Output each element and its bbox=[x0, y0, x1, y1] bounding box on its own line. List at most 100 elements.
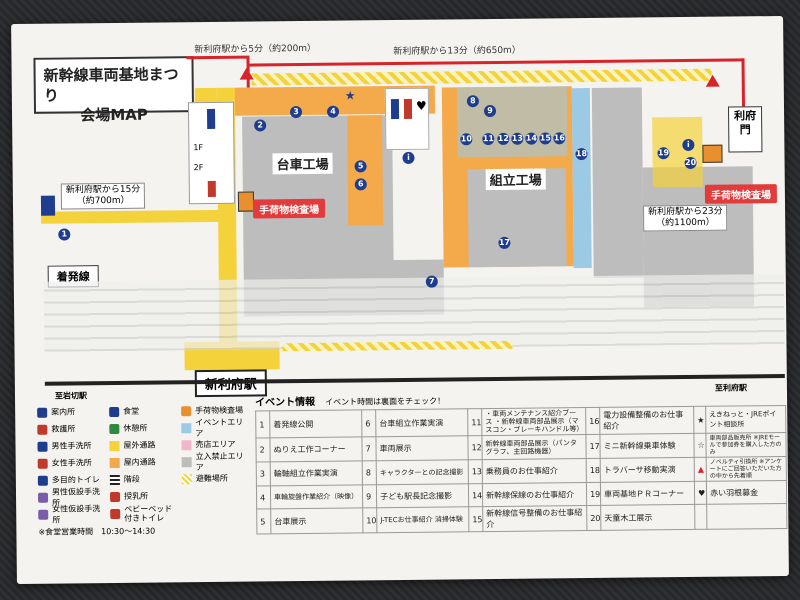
event-name: 新幹線保線のお仕事紹介 bbox=[482, 482, 587, 507]
event-number: 5 bbox=[256, 508, 271, 535]
event-mark: ☆ bbox=[693, 433, 707, 458]
star-icon: ★ bbox=[344, 88, 356, 103]
shop-area-swatch bbox=[181, 439, 192, 450]
legend-label: 立入禁止エリア bbox=[195, 451, 244, 472]
evacuation-path-top bbox=[251, 68, 712, 86]
baggage-check-icon bbox=[237, 191, 255, 212]
event-name: 台車展示 bbox=[270, 507, 363, 534]
legend-label: 女性仮設手洗所 bbox=[52, 503, 101, 525]
male-toilet-icon bbox=[390, 99, 400, 120]
legend-item: 避難場所 bbox=[181, 470, 250, 488]
legend-item: 男性手洗所 bbox=[37, 437, 105, 455]
baby-bed-icon bbox=[110, 508, 121, 519]
legend-item: 休憩所 bbox=[109, 419, 177, 437]
legend-label: ベビーベッド付きトイレ bbox=[124, 503, 173, 523]
event-number: 14 bbox=[468, 483, 483, 507]
red-cross-icon bbox=[37, 424, 48, 435]
legend-label: 救護所 bbox=[51, 424, 76, 434]
event-name: 電力設備整備のお仕事紹介 bbox=[599, 406, 694, 435]
legend-item: 授乳所 bbox=[109, 487, 178, 505]
event-number: 8 bbox=[362, 460, 377, 485]
rifu-gate: 利府門 bbox=[727, 106, 763, 153]
event-name: ・車両メンテナンス紹介ブース ・新幹線車両部品展示（マスコン・ブレーキハンドル等… bbox=[481, 407, 586, 436]
event-number: 13 bbox=[468, 459, 483, 484]
legend-item: 階段 bbox=[109, 470, 178, 488]
event-name: J-TECお仕事紹介 消掃体験 bbox=[376, 506, 469, 533]
map-marker-18: 18 bbox=[575, 148, 588, 161]
novelty-triangle-icon bbox=[239, 67, 254, 80]
event-number: 19 bbox=[586, 482, 601, 506]
map-marker-16: 16 bbox=[553, 132, 566, 145]
toilet-block-left: 1F 2F bbox=[187, 101, 235, 205]
map-marker-12: 12 bbox=[497, 132, 510, 145]
route-line bbox=[741, 58, 746, 109]
event-number: 7 bbox=[361, 436, 377, 461]
legend-label: イベントエリア bbox=[195, 417, 244, 438]
map-marker-7: 7 bbox=[425, 275, 438, 288]
legend-item: 立入禁止エリア bbox=[181, 451, 250, 472]
heart-icon: ♥ bbox=[415, 98, 427, 113]
map-marker-17: 17 bbox=[498, 236, 511, 249]
checkpoint-label-right: 手荷物検査場 bbox=[704, 184, 778, 204]
distance-label-left-line2: （約700m） bbox=[76, 195, 130, 207]
map-title-line1: 新幹線車両基地まつり bbox=[43, 65, 179, 105]
event-name: 台車組立作業実演 bbox=[375, 408, 468, 437]
event-name: 天童木工展示 bbox=[600, 504, 695, 531]
event-number: 11 bbox=[467, 408, 482, 436]
event-number: 17 bbox=[585, 434, 601, 459]
female-temp-toilet-icon bbox=[38, 509, 49, 520]
checkpoint-label-left: 手荷物検査場 bbox=[252, 198, 326, 219]
female-toilet-icon bbox=[207, 180, 216, 198]
event-name: ミニ新幹線乗車体験 bbox=[599, 433, 695, 459]
female-toilet-icon bbox=[403, 98, 413, 119]
event-number: 1 bbox=[255, 410, 270, 439]
outdoor-path-swatch bbox=[109, 440, 120, 451]
floor-label: 1F bbox=[193, 143, 204, 153]
event-mark: ▲ bbox=[694, 457, 707, 482]
distance-label-top-left: 新利府駅から5分（約200m） bbox=[194, 43, 317, 56]
direction-left: 至岩切駅 bbox=[54, 391, 88, 401]
building-label-kumitate: 組立工場 bbox=[485, 168, 546, 191]
legend-item: ベビーベッド付きトイレ bbox=[110, 504, 178, 522]
baggage-check-icon bbox=[702, 144, 723, 163]
event-area-traverser bbox=[571, 88, 592, 269]
legend-item: 女性仮設手洗所 bbox=[38, 503, 106, 525]
legend-label: 案内所 bbox=[51, 407, 76, 417]
event-number: 12 bbox=[467, 435, 483, 460]
female-toilet-icon bbox=[37, 458, 48, 469]
novelty-triangle-icon bbox=[705, 74, 720, 87]
event-number: 4 bbox=[256, 485, 271, 510]
event-name: 車両部品販売所 ※JREモールで参加券を購入した方のみ bbox=[705, 432, 787, 458]
legend-item: 女性手洗所 bbox=[37, 454, 106, 472]
map-marker-8: 8 bbox=[466, 95, 479, 108]
event-name: 新幹線車両部品展示（パンタグラフ、主回路機器） bbox=[481, 434, 587, 460]
legend-label: 休憩所 bbox=[123, 423, 148, 433]
male-toilet-icon bbox=[37, 441, 48, 452]
railway-line bbox=[44, 373, 785, 386]
legend-label: 売店エリア bbox=[195, 439, 236, 450]
map-marker-3: 3 bbox=[289, 106, 303, 119]
floor-label: 2F bbox=[193, 163, 204, 173]
event-number: 18 bbox=[586, 458, 601, 483]
male-toilet-icon bbox=[206, 108, 216, 130]
distance-label-right-line2: （約1100m） bbox=[656, 217, 715, 229]
info-icon: i bbox=[402, 151, 415, 164]
legend-label: 避難場所 bbox=[195, 473, 228, 484]
event-name: 車輪旋盤作業紹介（映像） bbox=[270, 484, 363, 509]
event-area-swatch bbox=[181, 422, 192, 433]
event-name: えきねっと・JREポイント相談所 bbox=[705, 405, 786, 434]
map-marker-11: 11 bbox=[482, 133, 495, 146]
legend-item: 屋内通路 bbox=[109, 453, 178, 471]
legend-item: 食堂 bbox=[109, 402, 177, 420]
event-number: 3 bbox=[256, 461, 271, 487]
info-icon: i bbox=[682, 138, 695, 152]
legend-label: 階段 bbox=[123, 474, 140, 484]
events-title: イベント情報 bbox=[255, 396, 316, 409]
events-note: イベント時間は裏面をチェック！ bbox=[325, 396, 446, 407]
event-name: 着発線公開 bbox=[269, 409, 362, 438]
event-name: ノベルティ引換所 ※アンケートにご回答いただいた方の中から先着順 bbox=[706, 456, 787, 482]
map-marker-5: 5 bbox=[354, 160, 367, 173]
